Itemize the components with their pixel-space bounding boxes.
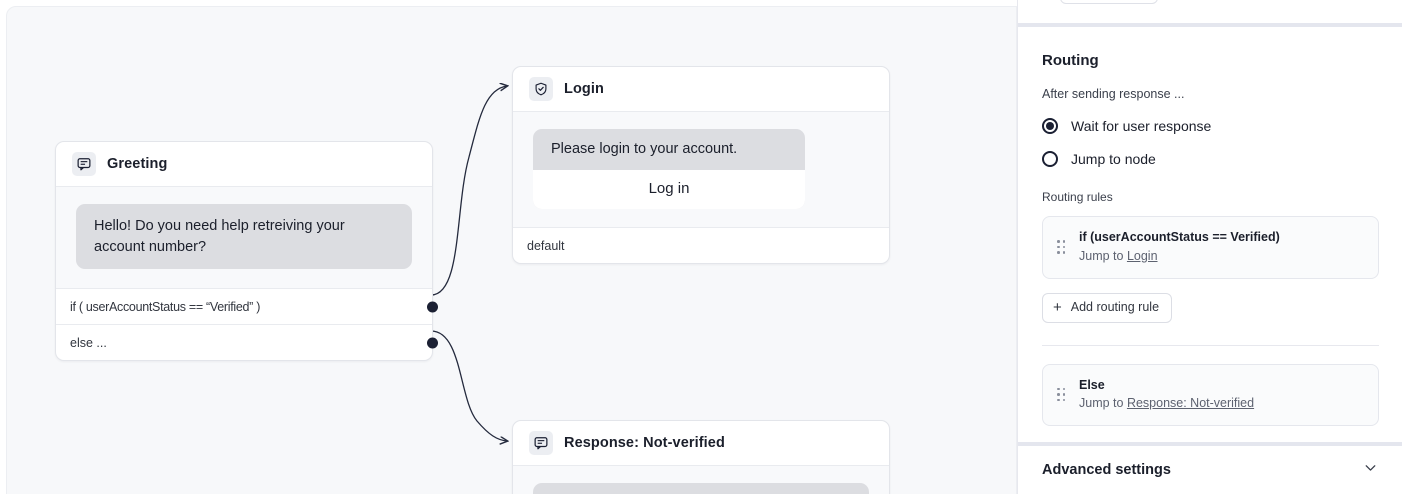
routing-rules-label: Routing rules (1042, 190, 1113, 204)
chevron-down-icon[interactable] (1362, 459, 1379, 481)
edge-greeting-to-login (430, 86, 507, 296)
node-body: Please login to your account. Log in (513, 112, 889, 227)
drag-handle-icon[interactable] (1057, 240, 1065, 254)
radio-label: Jump to node (1071, 151, 1156, 167)
routing-rule-item-else[interactable]: Else Jump to Response: Not-verified (1042, 363, 1379, 426)
advanced-settings-section[interactable]: Advanced settings (1018, 446, 1402, 494)
flow-node-login[interactable]: Login Please login to your account. Log … (512, 66, 890, 264)
plus-icon: + (1053, 298, 1062, 316)
message-bubble: Hello! Do you need help retreiving your … (76, 204, 412, 270)
node-body (513, 466, 889, 494)
routing-heading: Routing (1042, 52, 1099, 69)
node-title: Response: Not-verified (564, 435, 725, 451)
radio-button-selected[interactable] (1042, 118, 1058, 134)
add-routing-rule-button[interactable]: + Add routing rule (1042, 292, 1173, 323)
output-port-if[interactable] (426, 301, 438, 313)
node-title: Login (564, 81, 604, 97)
routing-rule-title: Else (1079, 377, 1105, 392)
node-condition-label: default (527, 238, 565, 253)
panel-section-divider-bottom (1018, 442, 1402, 446)
node-condition-row-else[interactable]: else ... (56, 324, 438, 360)
flow-canvas-surface[interactable]: Greeting Hello! Do you need help retreiv… (6, 6, 1017, 494)
message-bubble-text: Please login to your account. (551, 141, 738, 157)
panel-section-divider-top (1018, 23, 1402, 27)
node-condition-row-if[interactable]: if ( userAccountStatus == “Verified” ) (56, 288, 438, 324)
routing-rule-target: Jump to Response: Not-verified (1079, 394, 1254, 413)
add-routing-rule-label: Add routing rule (1070, 300, 1160, 314)
radio-option-jump-to-node[interactable]: Jump to node (1042, 151, 1379, 167)
node-condition-row-default[interactable]: default (513, 227, 889, 263)
node-body: Hello! Do you need help retreiving your … (56, 187, 432, 289)
node-condition-label: else ... (70, 335, 107, 350)
routing-rule-target: Jump to Login (1079, 247, 1280, 266)
node-header[interactable]: Greeting (56, 142, 432, 187)
routing-section: Routing After sending response ... Wait … (1018, 27, 1402, 442)
node-title: Greeting (107, 156, 168, 172)
jump-prefix: Jump to (1079, 248, 1127, 263)
shield-check-icon (529, 77, 553, 101)
message-bubble-icon (72, 152, 96, 176)
node-header[interactable]: Login (513, 67, 889, 112)
jump-target-link[interactable]: Response: Not-verified (1126, 396, 1255, 411)
flow-node-greeting[interactable]: Greeting Hello! Do you need help retreiv… (55, 141, 438, 362)
login-button[interactable]: Log in (533, 170, 805, 209)
node-header[interactable]: Response: Not-verified (513, 421, 889, 466)
jump-prefix: Jump to (1079, 396, 1127, 411)
message-bubble-with-button: Please login to your account. Log in (533, 129, 805, 209)
jump-target-link[interactable]: Login (1126, 248, 1158, 263)
flow-canvas-area[interactable]: Greeting Hello! Do you need help retreiv… (0, 0, 1017, 494)
routing-rule-title: if (userAccountStatus == Verified) (1079, 230, 1280, 244)
routing-rule-item[interactable]: if (userAccountStatus == Verified) Jump … (1042, 216, 1379, 279)
message-bubble-icon (529, 431, 553, 455)
radio-option-wait-for-user-response[interactable]: Wait for user response (1042, 118, 1379, 134)
flow-node-response-not-verified[interactable]: Response: Not-verified (512, 420, 890, 494)
radio-button-unselected[interactable] (1042, 151, 1058, 167)
properties-panel: Routing After sending response ... Wait … (1017, 0, 1402, 494)
output-port-else[interactable] (426, 337, 438, 349)
routing-subheading: After sending response ... (1042, 87, 1185, 101)
advanced-settings-label: Advanced settings (1042, 462, 1171, 478)
panel-top-control-stub[interactable] (1060, 0, 1158, 4)
panel-divider (1042, 344, 1379, 346)
node-condition-label: if ( userAccountStatus == “Verified” ) (70, 299, 261, 314)
edge-greeting-to-notverified (430, 330, 507, 441)
drag-handle-icon[interactable] (1057, 387, 1065, 401)
radio-label: Wait for user response (1071, 118, 1212, 134)
message-bubble (533, 483, 869, 494)
